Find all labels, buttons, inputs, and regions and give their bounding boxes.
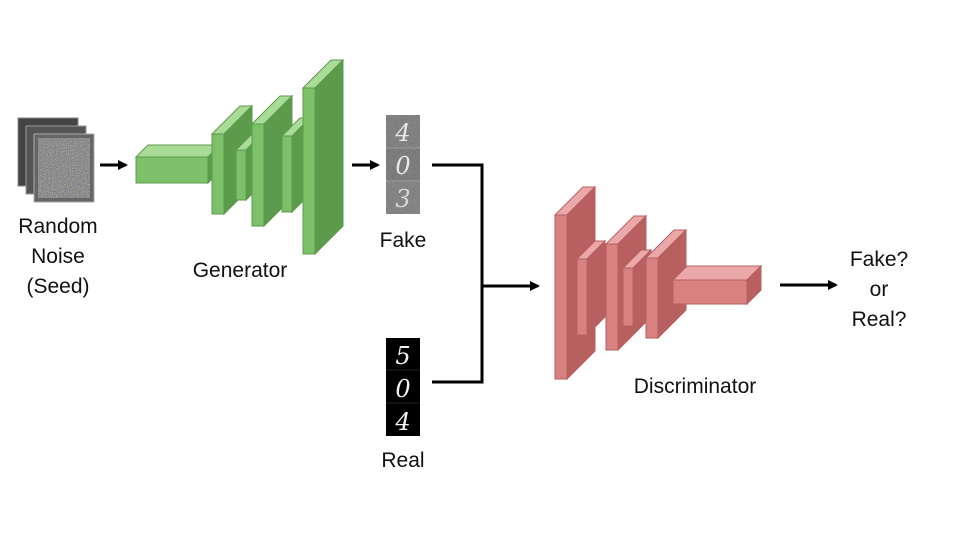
real-label: Real [381, 449, 425, 472]
noise-stack [17, 117, 95, 203]
generator-layer-5 [301, 58, 345, 256]
real-digit-1: 5 [395, 342, 410, 370]
generator-label: Generator [192, 259, 288, 282]
generator-network [134, 58, 345, 256]
fake-digit-2: 0 [395, 152, 410, 180]
discriminator-layer-5 [644, 228, 688, 340]
random-noise-label: Random Noise (Seed) [18, 215, 98, 298]
real-samples: 5 0 4 [386, 338, 420, 436]
fake-digit-1: 4 [394, 119, 410, 147]
fake-label: Fake [379, 229, 427, 252]
discriminator-label: Discriminator [633, 375, 757, 398]
discriminator-layer-dense [671, 264, 763, 306]
output-label: Fake? or Real? [849, 248, 909, 331]
merge-connector [432, 163, 540, 384]
real-digit-2: 0 [395, 375, 410, 403]
discriminator-layer-2 [575, 239, 607, 337]
generator-layer-dense [134, 143, 222, 185]
real-digit-3: 4 [394, 408, 410, 436]
real-samples-strip [386, 338, 420, 436]
noise-image [38, 138, 90, 198]
merge-line [432, 163, 484, 384]
fake-samples: 4 0 3 [386, 115, 420, 214]
fake-digit-3: 3 [395, 185, 410, 213]
discriminator-network [553, 185, 763, 381]
